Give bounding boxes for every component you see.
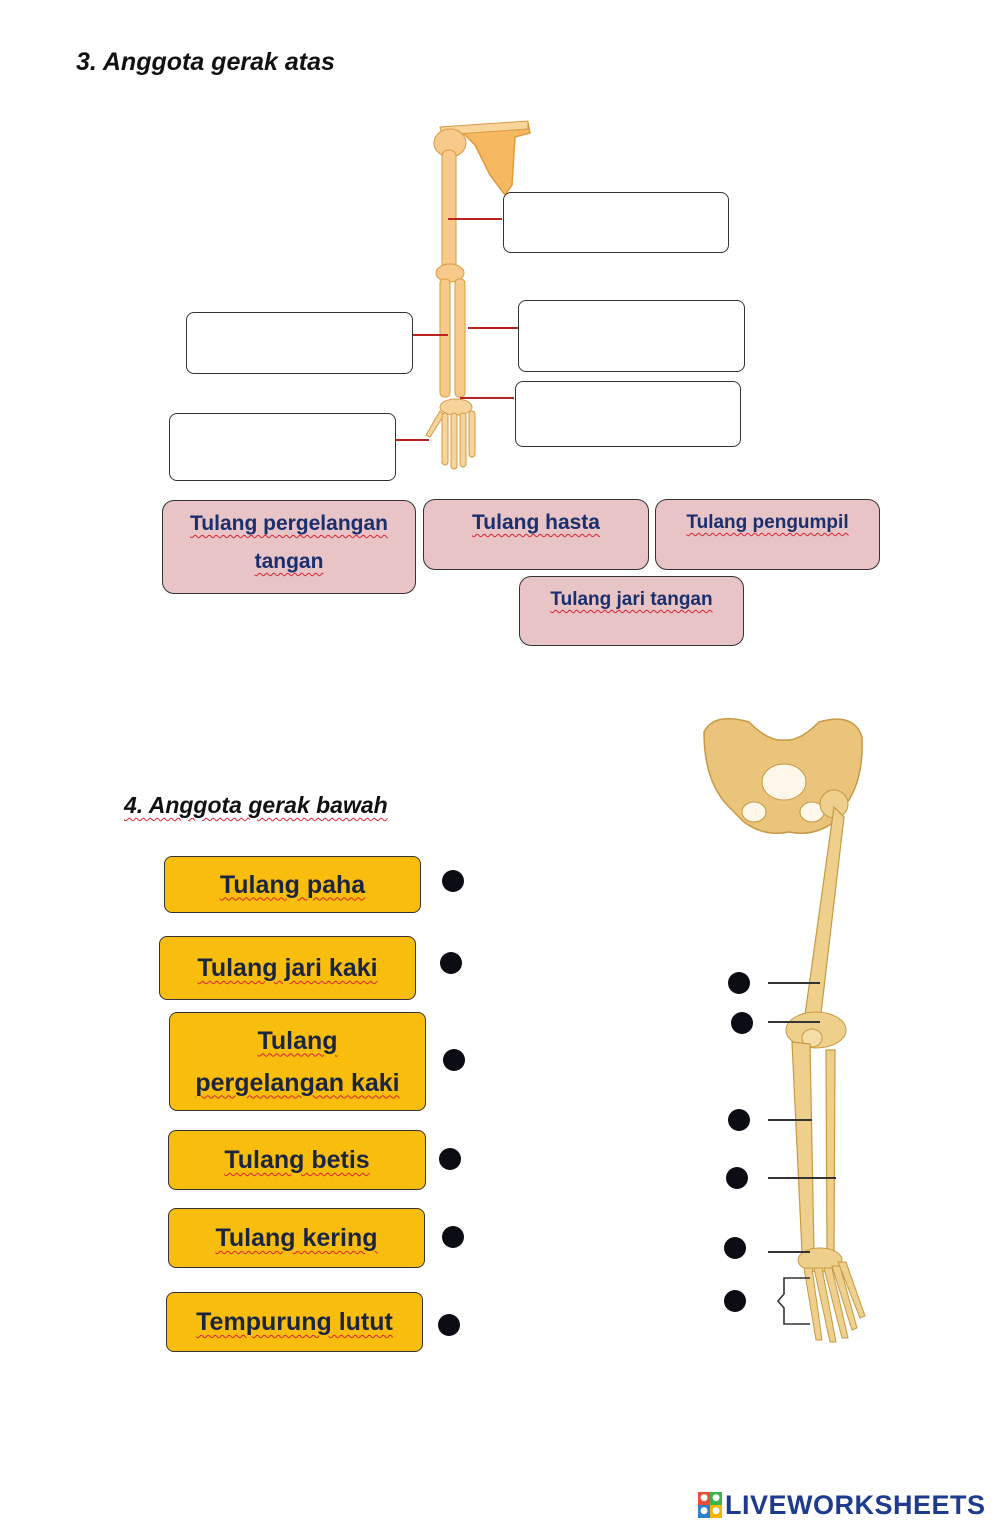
tile-tulang-pergelangan-tangan[interactable]: Tulang pergelangan tangan: [162, 500, 416, 594]
tile-tempurung-lutut[interactable]: Tempurung lutut: [166, 1292, 423, 1352]
tile-label: Tulang pengumpil: [686, 512, 849, 533]
match-dot-leg-1[interactable]: [728, 972, 750, 994]
match-dot-tile-4[interactable]: [439, 1148, 461, 1170]
arm-skeleton-image: [425, 120, 531, 470]
tile-tulang-kering[interactable]: Tulang kering: [168, 1208, 425, 1268]
leader-line: [768, 1251, 810, 1253]
leader-line: [768, 1021, 820, 1023]
drop-box-forearm-left[interactable]: [186, 312, 413, 374]
leader-line: [412, 334, 448, 336]
match-dot-leg-6[interactable]: [724, 1290, 746, 1312]
liveworksheets-brand[interactable]: ● ● ● ● LIVEWORKSHEETS: [698, 1488, 986, 1522]
section-3-title: 3. Anggota gerak atas: [76, 48, 335, 76]
leg-skeleton-image: [703, 717, 866, 1343]
leader-line: [768, 1177, 836, 1179]
match-dot-tile-6[interactable]: [438, 1314, 460, 1336]
drop-box-forearm-right[interactable]: [518, 300, 745, 372]
tile-label: Tulang betis: [224, 1146, 370, 1174]
tile-label: Tulang pergelangan kaki: [195, 1026, 400, 1097]
tile-tulang-pengumpil[interactable]: Tulang pengumpil: [655, 499, 880, 570]
drop-box-upper-arm[interactable]: [503, 192, 729, 253]
drop-box-fingers[interactable]: [169, 413, 396, 481]
tile-label: Tulang pergelangan tangan: [190, 512, 388, 573]
tile-tulang-jari-tangan[interactable]: Tulang jari tangan: [519, 576, 744, 646]
tile-tulang-paha[interactable]: Tulang paha: [164, 856, 421, 913]
leader-line: [768, 982, 820, 984]
match-dot-tile-2[interactable]: [440, 952, 462, 974]
leader-line: [768, 1119, 812, 1121]
match-dot-tile-1[interactable]: [442, 870, 464, 892]
tile-tulang-hasta[interactable]: Tulang hasta: [423, 499, 649, 570]
brand-logo-icon: ● ● ● ●: [698, 1492, 722, 1518]
tile-label: Tulang jari tangan: [550, 589, 713, 610]
tile-tulang-pergelangan-kaki[interactable]: Tulang pergelangan kaki: [169, 1012, 426, 1111]
match-dot-leg-5[interactable]: [724, 1237, 746, 1259]
tile-tulang-jari-kaki[interactable]: Tulang jari kaki: [159, 936, 416, 1000]
tile-label: Tulang jari kaki: [197, 954, 378, 982]
match-dot-leg-4[interactable]: [726, 1167, 748, 1189]
match-dot-leg-2[interactable]: [731, 1012, 753, 1034]
toe-bracket: [776, 1277, 810, 1325]
tile-label: Tulang kering: [215, 1224, 378, 1252]
leader-line: [460, 397, 514, 399]
drop-box-wrist[interactable]: [515, 381, 741, 447]
tile-label: Tulang hasta: [472, 511, 600, 534]
match-dot-tile-5[interactable]: [442, 1226, 464, 1248]
match-dot-leg-3[interactable]: [728, 1109, 750, 1131]
leader-line: [468, 327, 518, 329]
leader-line: [448, 218, 502, 220]
brand-name: LIVEWORKSHEETS: [725, 1489, 986, 1520]
tile-tulang-betis[interactable]: Tulang betis: [168, 1130, 426, 1190]
tile-label: Tulang paha: [219, 870, 366, 899]
match-dot-tile-3[interactable]: [443, 1049, 465, 1071]
section-4-title: 4. Anggota gerak bawah: [124, 792, 388, 818]
leader-line: [395, 439, 429, 441]
tile-label: Tempurung lutut: [196, 1308, 393, 1336]
